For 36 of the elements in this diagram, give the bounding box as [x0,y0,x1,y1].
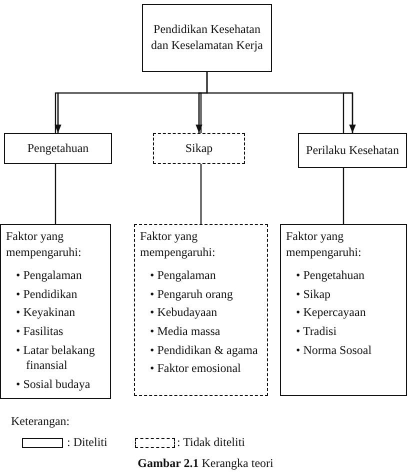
legend-label: : Diteliti [67,435,108,450]
list-heading: Faktor yang mempengaruhi: [286,229,362,260]
list-heading: Faktor yang mempengaruhi: [6,229,82,260]
factor-box [280,224,407,396]
list-heading: Faktor yang mempengaruhi: [140,229,216,260]
process-box [4,133,112,164]
list-item: • Kepercayaan [296,305,367,321]
list-item: • Pengetahuan [296,268,366,284]
box-label: Pengetahuan [27,140,89,156]
figure-caption: Gambar 2.1 Kerangka teori [136,456,274,471]
list-item: • Faktor emosional [150,361,242,377]
list-item: • Kebudayaan [150,305,218,321]
list-item: • Tradisi [296,324,338,340]
legend-title: Keterangan: [11,414,70,429]
list-item: • Pengalaman [150,268,217,284]
process-box [142,4,272,72]
box-label: Pendidikan Kesehatan dan Keselamatan Kerja [150,22,264,54]
list-item: • Latar belakang finansial [16,342,96,374]
arrow [206,72,356,133]
list-item: • Pengalaman [16,268,83,284]
list-item: • Sosial budaya [16,376,92,392]
list-item: • Norma Sosoal [296,342,373,358]
process-box [153,133,245,164]
factor-box [0,224,111,399]
box-label: Sikap [185,140,213,156]
factor-box [134,224,268,396]
legend-label: : Tidak diteliti [177,435,246,450]
list-item: • Pendidikan & agama [150,342,259,358]
list-item: • Pendidikan [16,286,78,302]
list-item: • Keyakinan [16,305,76,321]
process-box [298,133,407,168]
list-item: • Sikap [296,286,332,302]
list-item: • Media massa [150,324,222,340]
list-item: • Pengaruh orang [150,286,234,302]
list-item: • Fasilitas [16,324,64,340]
box-label: Perilaku Kesehatan [306,142,399,158]
